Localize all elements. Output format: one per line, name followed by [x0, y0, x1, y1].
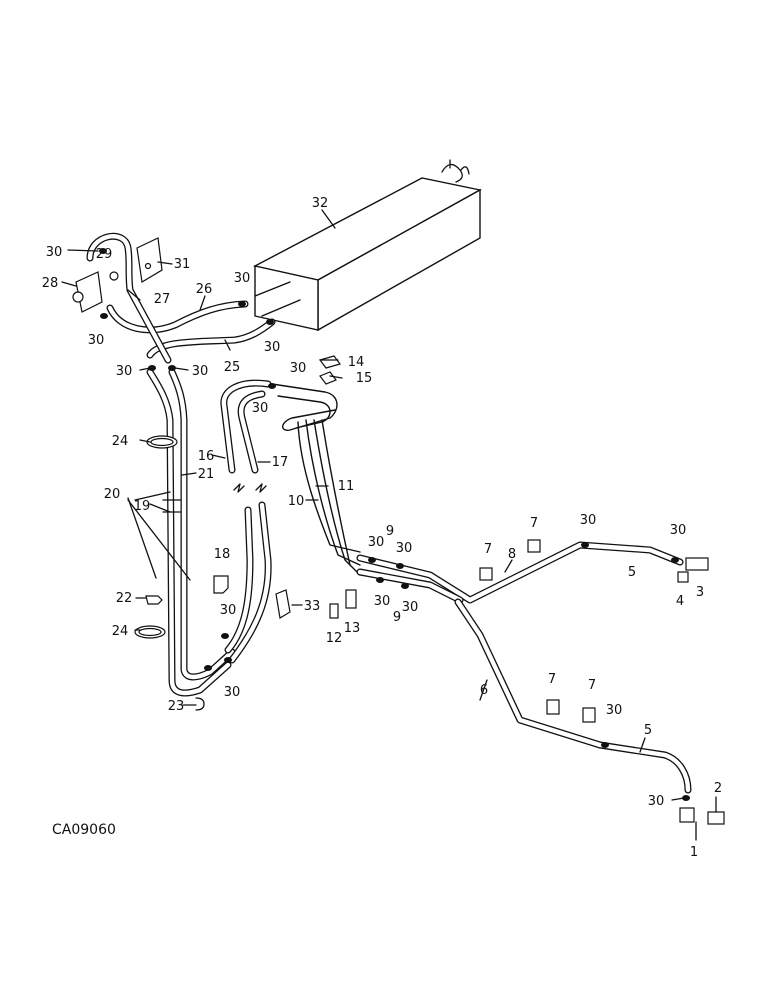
line-8-5-upper [356, 541, 684, 604]
clamp-24-lower [134, 625, 166, 639]
callout-19: 19 [134, 499, 151, 514]
clamp-24-upper [146, 435, 178, 449]
callout-15: 15 [356, 371, 373, 386]
tube-10-11 [271, 383, 361, 576]
callout-28: 28 [42, 276, 59, 291]
callout-23: 23 [168, 699, 185, 714]
bracket-28 [72, 271, 103, 313]
callout-labels: 32 30 29 31 28 30 26 27 30 30 25 30 30 3… [42, 196, 722, 860]
callout-1: 1 [690, 845, 698, 860]
callout-11: 11 [338, 479, 355, 494]
callout-14: 14 [348, 355, 365, 370]
callout-31: 31 [174, 257, 191, 272]
callout-30: 30 [264, 340, 281, 355]
callout-7: 7 [548, 672, 556, 687]
hose-run-left [146, 368, 236, 697]
callout-7: 7 [484, 542, 492, 557]
callout-3: 3 [696, 585, 704, 600]
callout-30: 30 [374, 594, 391, 609]
hose-16-17 [220, 379, 272, 664]
callout-24: 24 [112, 434, 129, 449]
callout-9: 9 [393, 610, 401, 625]
callout-22: 22 [116, 591, 133, 606]
callout-30: 30 [396, 541, 413, 556]
clip-15 [319, 371, 337, 385]
callout-30: 30 [252, 401, 269, 416]
callout-30: 30 [402, 600, 419, 615]
callout-32: 32 [312, 196, 329, 211]
callout-26: 26 [196, 282, 213, 297]
callout-4: 4 [676, 594, 684, 609]
callout-10: 10 [288, 494, 305, 509]
callout-30: 30 [192, 364, 209, 379]
clip-23 [195, 697, 205, 711]
callout-9: 9 [386, 524, 394, 539]
callout-16: 16 [198, 449, 215, 464]
holder-18 [213, 575, 229, 594]
callout-5: 5 [644, 723, 652, 738]
callout-30: 30 [606, 703, 623, 718]
tank-32 [252, 159, 482, 332]
callout-18: 18 [214, 547, 231, 562]
fitting-29 [109, 271, 119, 281]
callout-12: 12 [326, 631, 343, 646]
callout-30: 30 [224, 685, 241, 700]
callout-29: 29 [96, 247, 113, 262]
block-7c [546, 699, 560, 715]
callout-8: 8 [508, 547, 516, 562]
line-6-5-lower [454, 598, 692, 794]
callout-27: 27 [154, 292, 171, 307]
clip-14 [318, 355, 342, 369]
block-7a [479, 567, 493, 581]
drawing-code: CA09060 [52, 822, 116, 838]
callout-30: 30 [46, 245, 63, 260]
callout-5: 5 [628, 565, 636, 580]
bracket-31 [136, 237, 163, 283]
callout-30: 30 [234, 271, 251, 286]
callout-30: 30 [580, 513, 597, 528]
block-7b [527, 539, 541, 553]
callout-30: 30 [648, 794, 665, 809]
callout-17: 17 [272, 455, 289, 470]
callout-2: 2 [714, 781, 722, 796]
block-7d [582, 707, 596, 723]
leader-lines [61, 209, 717, 841]
clip-22 [145, 595, 163, 605]
fittings-30 [99, 248, 690, 801]
callout-30: 30 [368, 535, 385, 550]
callout-30: 30 [670, 523, 687, 538]
valve-2-3-4 [677, 557, 725, 825]
callout-33: 33 [304, 599, 321, 614]
callout-21: 21 [198, 467, 215, 482]
callout-7: 7 [588, 678, 596, 693]
hose-assembly-upper-left [86, 232, 301, 364]
callout-6: 6 [480, 683, 488, 698]
callout-25: 25 [224, 360, 241, 375]
callout-30: 30 [116, 364, 133, 379]
callout-30: 30 [290, 361, 307, 376]
clamp-33 [275, 589, 291, 619]
callout-30: 30 [220, 603, 237, 618]
clip-13 [345, 589, 357, 609]
callout-20: 20 [104, 487, 121, 502]
clip-12 [329, 603, 339, 619]
callout-30: 30 [88, 333, 105, 348]
callout-13: 13 [344, 621, 361, 636]
callout-24: 24 [112, 624, 129, 639]
callout-7: 7 [530, 516, 538, 531]
